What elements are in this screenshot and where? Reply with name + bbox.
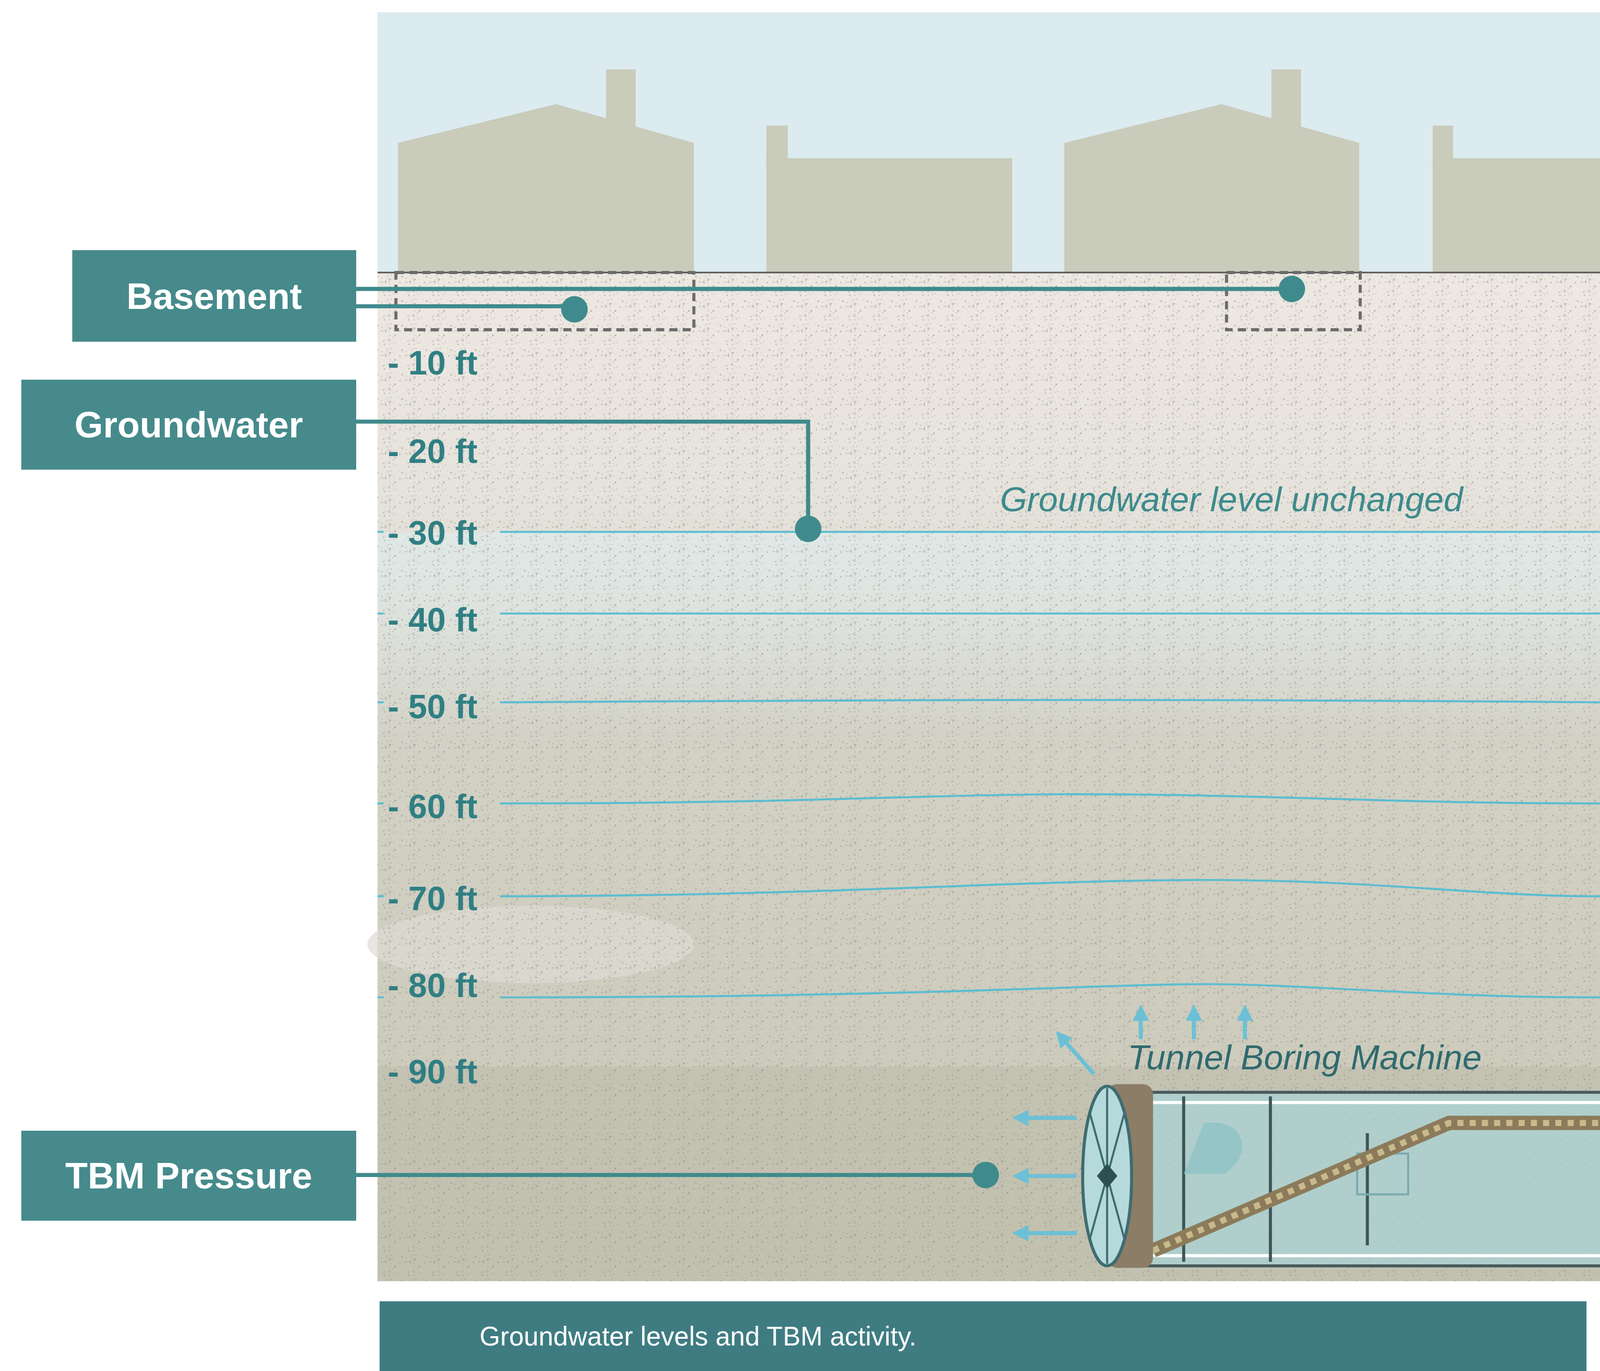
- depth-label: - 70 ft: [387, 878, 478, 918]
- depth-label: - 60 ft: [387, 786, 478, 826]
- depth-label: - 30 ft: [387, 513, 478, 553]
- depth-label: - 80 ft: [387, 965, 478, 1005]
- annotation: Tunnel Boring Machine: [1127, 1037, 1482, 1077]
- depth-label: - 20 ft: [387, 431, 478, 471]
- caption: Groundwater levels and TBM activity.: [479, 1320, 917, 1352]
- buildings: [397, 69, 1600, 273]
- callout-label: TBM Pressure: [65, 1154, 313, 1197]
- sky: [377, 12, 1600, 274]
- depth-label: - 50 ft: [387, 686, 478, 726]
- callout-label: Basement: [126, 275, 303, 318]
- tunnel-boring-machine: [1082, 1083, 1600, 1268]
- caption-bar: Groundwater levels and TBM activity.: [379, 1301, 1587, 1371]
- soil-texture: [377, 272, 1600, 1281]
- callout-box: Groundwater: [21, 379, 357, 470]
- basement-outline: [395, 272, 694, 330]
- callout-box: TBM Pressure: [21, 1130, 357, 1221]
- depth-label: - 90 ft: [387, 1051, 478, 1091]
- callout-label: Groundwater: [74, 403, 303, 446]
- basement-outline: [1226, 272, 1361, 330]
- soil: [377, 272, 1600, 1281]
- depth-label: - 40 ft: [387, 600, 478, 640]
- groundwater-lines: [377, 531, 1600, 998]
- depth-label: - 10 ft: [387, 342, 478, 382]
- annotation: Groundwater level unchanged: [999, 479, 1463, 519]
- callout-box: Basement: [72, 250, 357, 343]
